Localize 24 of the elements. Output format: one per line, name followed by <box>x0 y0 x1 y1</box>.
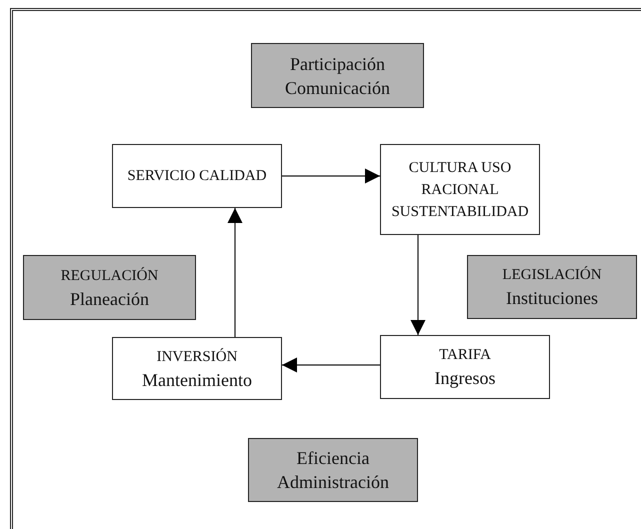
process-box <box>380 335 550 399</box>
box-text: Eficiencia Administración <box>276 447 390 494</box>
box-text: Planeación <box>70 288 149 310</box>
box-text: Instituciones <box>506 287 598 310</box>
box-text: SERVICIO CALIDAD <box>127 167 267 186</box>
arrow <box>228 208 242 337</box>
shaded-box <box>248 438 418 502</box>
arrow <box>282 168 380 184</box>
box-text: Ingresos <box>434 367 496 390</box>
process-box <box>380 144 540 235</box>
shaded-box <box>23 255 196 320</box>
box-text: CULTURA USO RACIONAL SUSTENTABILIDAD <box>390 158 530 222</box>
shaded-box <box>251 43 424 108</box>
arrow <box>282 358 380 372</box>
box-text: LEGISLACIÓN <box>502 265 602 285</box>
box-text: REGULACIÓN <box>60 266 158 286</box>
box-text: TARIFA <box>439 346 491 365</box>
box-text: Participación Comunicación <box>284 52 391 100</box>
process-box <box>112 144 282 208</box>
box-text: Mantenimiento <box>142 368 252 392</box>
arrow <box>410 235 426 335</box>
process-box <box>112 337 282 400</box>
box-text: INVERSIÓN <box>156 347 238 366</box>
shaded-box <box>467 255 637 319</box>
